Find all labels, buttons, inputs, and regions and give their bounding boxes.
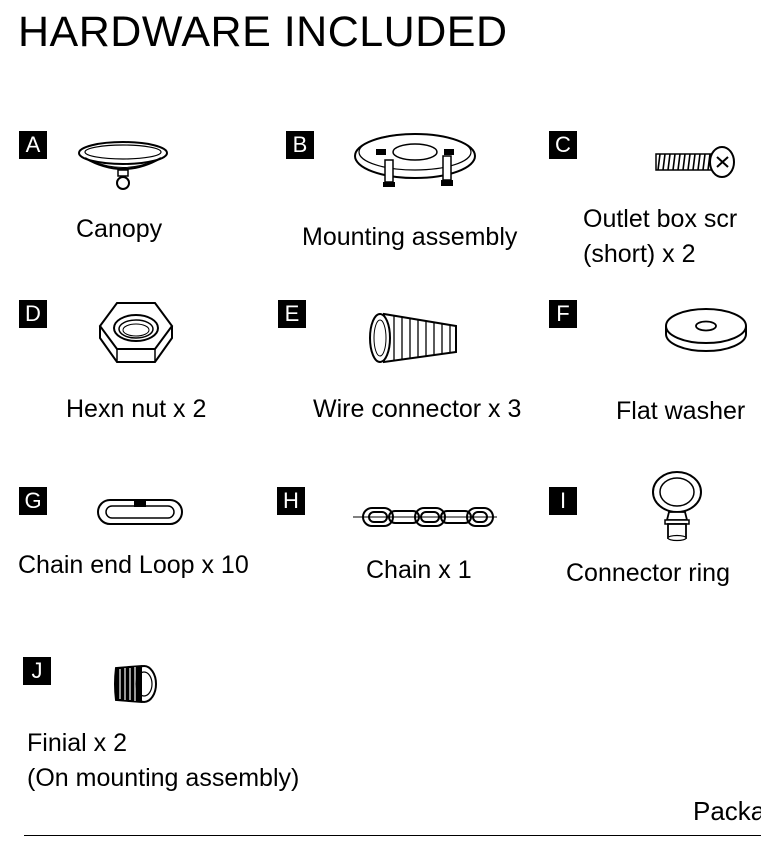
item-label-j-line1: Finial x 2 xyxy=(27,729,128,757)
item-letter-g: G xyxy=(19,487,47,515)
item-label-i: Connector ring xyxy=(566,559,730,587)
item-letter-d: D xyxy=(19,300,47,328)
flat-washer-icon xyxy=(665,308,747,352)
item-label-c-line1: Outlet box scr xyxy=(583,205,738,233)
item-label-j-line2: (On mounting assembly) xyxy=(27,764,300,792)
page-title: HARDWARE INCLUDED xyxy=(18,8,508,56)
item-letter-f: F xyxy=(549,300,577,328)
finial-icon xyxy=(114,664,157,704)
canopy-icon xyxy=(78,141,168,190)
item-letter-c: C xyxy=(549,131,577,159)
item-letter-b: B xyxy=(286,131,314,159)
item-label-f: Flat washer xyxy=(616,397,746,425)
hex-nut-icon xyxy=(98,302,174,363)
chain-loop-icon xyxy=(97,499,183,525)
item-label-h: Chain x 1 xyxy=(366,556,472,584)
item-label-d: Hexn nut x 2 xyxy=(66,395,207,423)
wire-connector-icon xyxy=(369,312,457,364)
screw-icon xyxy=(655,146,735,178)
item-letter-e: E xyxy=(278,300,306,328)
item-letter-j: J xyxy=(23,657,51,685)
item-letter-i: I xyxy=(549,487,577,515)
item-label-g: Chain end Loop x 10 xyxy=(18,551,249,579)
item-letter-a: A xyxy=(19,131,47,159)
chain-icon xyxy=(353,507,497,527)
item-label-c-line2: (short) x 2 xyxy=(583,240,696,268)
footer-divider xyxy=(24,835,761,836)
mounting-plate-icon xyxy=(354,133,476,187)
footer-text: Packa xyxy=(693,796,761,826)
item-label-e: Wire connector x 3 xyxy=(313,395,522,423)
item-label-b: Mounting assembly xyxy=(302,223,518,251)
connector-ring-icon xyxy=(652,471,702,542)
item-letter-h: H xyxy=(277,487,305,515)
item-label-a: Canopy xyxy=(76,215,163,243)
